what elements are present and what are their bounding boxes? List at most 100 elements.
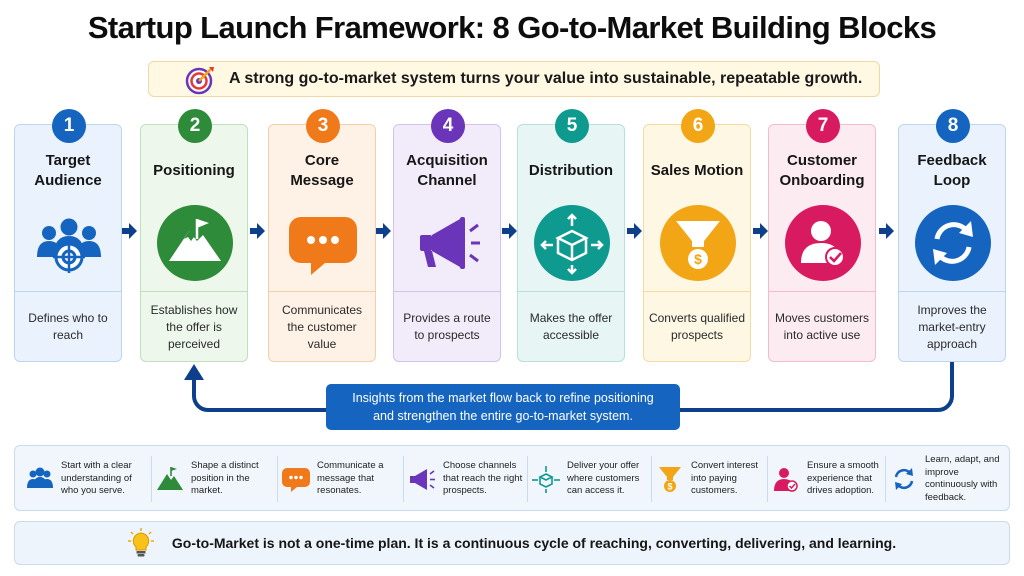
arrow-right-icon — [753, 223, 768, 239]
summary-text: Communicate a message that resonates. — [317, 460, 384, 497]
summary-item: Deliver your offer where customers can a… — [531, 454, 649, 504]
lightbulb-icon — [127, 528, 154, 557]
mountain-flag-icon — [157, 467, 183, 490]
step-icon-circle — [410, 205, 486, 281]
subtitle-banner: A strong go-to-market system turns your … — [148, 61, 880, 97]
step-number: 7 — [806, 109, 840, 143]
footer-note: Go-to-Market is not a one-time plan. It … — [14, 521, 1010, 565]
megaphone-icon — [420, 217, 480, 269]
megaphone-icon — [410, 469, 435, 490]
summary-divider — [651, 456, 652, 502]
step-icon-circle — [157, 205, 233, 281]
summary-text: Start with a clear understanding of who … — [61, 460, 132, 497]
step-icon-circle: $ — [660, 205, 736, 281]
step-description: Improves the market-entry approach — [917, 302, 987, 351]
refresh-cycle-icon — [933, 221, 973, 265]
step-number: 1 — [52, 109, 86, 143]
summary-text: Deliver your offer where customers can a… — [567, 460, 640, 497]
summary-item: Start with a clear understanding of who … — [25, 454, 143, 504]
step-description: Converts qualified prospects — [648, 311, 746, 342]
mountain-flag-icon — [169, 219, 221, 261]
target-icon — [185, 67, 214, 95]
step-description: Provides a route to prospects — [403, 311, 491, 342]
step-number: 2 — [178, 109, 212, 143]
loop-text-line: Insights from the market flow back to re… — [352, 391, 654, 405]
user-check-icon — [801, 221, 845, 267]
step-number: 4 — [431, 109, 465, 143]
step-title: Distribution — [528, 162, 614, 179]
step-divider — [518, 291, 624, 292]
summary-item: Shape a distinct position in the market. — [155, 454, 273, 504]
step-title: Core Message — [290, 152, 354, 189]
step-title: Customer Onboarding — [779, 152, 865, 189]
step-title: Positioning — [153, 162, 235, 179]
summary-text: Ensure a smooth experience that drives a… — [807, 460, 879, 497]
step-title: Target Audience — [34, 152, 102, 189]
step-core-message: 3 Core Message Communicates the customer… — [268, 109, 376, 362]
step-divider — [15, 291, 121, 292]
arrow-right-icon — [376, 223, 391, 239]
summary-divider — [527, 456, 528, 502]
step-description: Establishes how the offer is perceived — [150, 302, 238, 351]
refresh-cycle-icon — [894, 468, 914, 490]
summary-text: Learn, adapt, and improve continuously w… — [925, 454, 1000, 503]
step-divider — [644, 291, 750, 292]
summary-divider — [403, 456, 404, 502]
summary-item: Communicate a message that resonates. — [281, 454, 399, 504]
page-title: Startup Launch Framework: 8 Go-to-Market… — [87, 10, 937, 45]
user-check-icon — [774, 468, 798, 492]
summary-divider — [885, 456, 886, 502]
step-icon-circle — [285, 205, 361, 281]
step-divider — [769, 291, 875, 292]
step-icon-circle — [915, 205, 991, 281]
step-positioning: 2 Positioning Establishes how the offer … — [140, 109, 248, 362]
speech-bubble-icon — [282, 468, 310, 492]
step-acquisition-channel: 4 Acquisition Channel Provides a route t… — [393, 109, 501, 362]
summary-text: Convert interest into paying customers. — [691, 460, 759, 497]
step-sales-motion: 6 Sales Motion $ Converts qualified pros… — [643, 109, 751, 362]
step-number: 5 — [555, 109, 589, 143]
arrow-right-icon — [122, 223, 137, 239]
speech-bubble-icon — [289, 217, 357, 275]
summary-item: Ensure a smooth experience that drives a… — [771, 454, 889, 504]
step-description: Moves customers into active use — [774, 311, 870, 342]
step-title: Feedback Loop — [917, 152, 987, 189]
summary-item: Learn, adapt, and improve continuously w… — [889, 454, 1007, 504]
step-customer-onboarding: 7 Customer Onboarding Moves customers in… — [768, 109, 876, 362]
summary-strip: Start with a clear understanding of who … — [14, 445, 1010, 511]
summary-divider — [151, 456, 152, 502]
arrow-right-icon — [627, 223, 642, 239]
step-number: 8 — [936, 109, 970, 143]
summary-text: Choose channels that reach the right pro… — [443, 460, 523, 497]
summary-divider — [277, 456, 278, 502]
summary-item: $ Convert interest into paying customers… — [655, 454, 773, 504]
step-icon-circle — [534, 205, 610, 281]
box-distribution-icon — [532, 466, 560, 493]
step-feedback-loop: 8 Feedback Loop Improves the market-entr… — [898, 109, 1006, 362]
step-description: Makes the offer accessible — [529, 311, 613, 342]
step-divider — [899, 291, 1005, 292]
step-divider — [269, 291, 375, 292]
feedback-loop-text: Insights from the market flow back to re… — [326, 384, 680, 430]
arrow-right-icon — [502, 223, 517, 239]
arrow-right-icon — [250, 223, 265, 239]
funnel-dollar-icon: $ — [676, 221, 720, 269]
summary-text: Shape a distinct position in the market. — [191, 460, 259, 497]
banner-text: A strong go-to-market system turns your … — [229, 70, 863, 87]
step-icon-circle — [785, 205, 861, 281]
funnel-dollar-icon: $ — [659, 467, 681, 492]
arrow-right-icon — [879, 223, 894, 239]
step-description: Defines who to reach — [28, 311, 108, 342]
svg-text:$: $ — [667, 482, 672, 492]
step-number: 6 — [681, 109, 715, 143]
step-number: 3 — [306, 109, 340, 143]
step-distribution: 5 Distribution Makes the offer accessibl… — [517, 109, 625, 362]
footer-text: Go-to-Market is not a one-time plan. It … — [171, 535, 897, 551]
step-icon-circle — [31, 205, 107, 281]
step-description: Communicates the customer value — [281, 302, 363, 351]
step-title: Sales Motion — [650, 162, 744, 179]
summary-divider — [767, 456, 768, 502]
loop-text-line: and strengthen the entire go-to-market s… — [373, 409, 633, 423]
step-target-audience: 1 Target Audience Defines who to reach — [14, 109, 122, 362]
people-icon — [27, 467, 53, 488]
